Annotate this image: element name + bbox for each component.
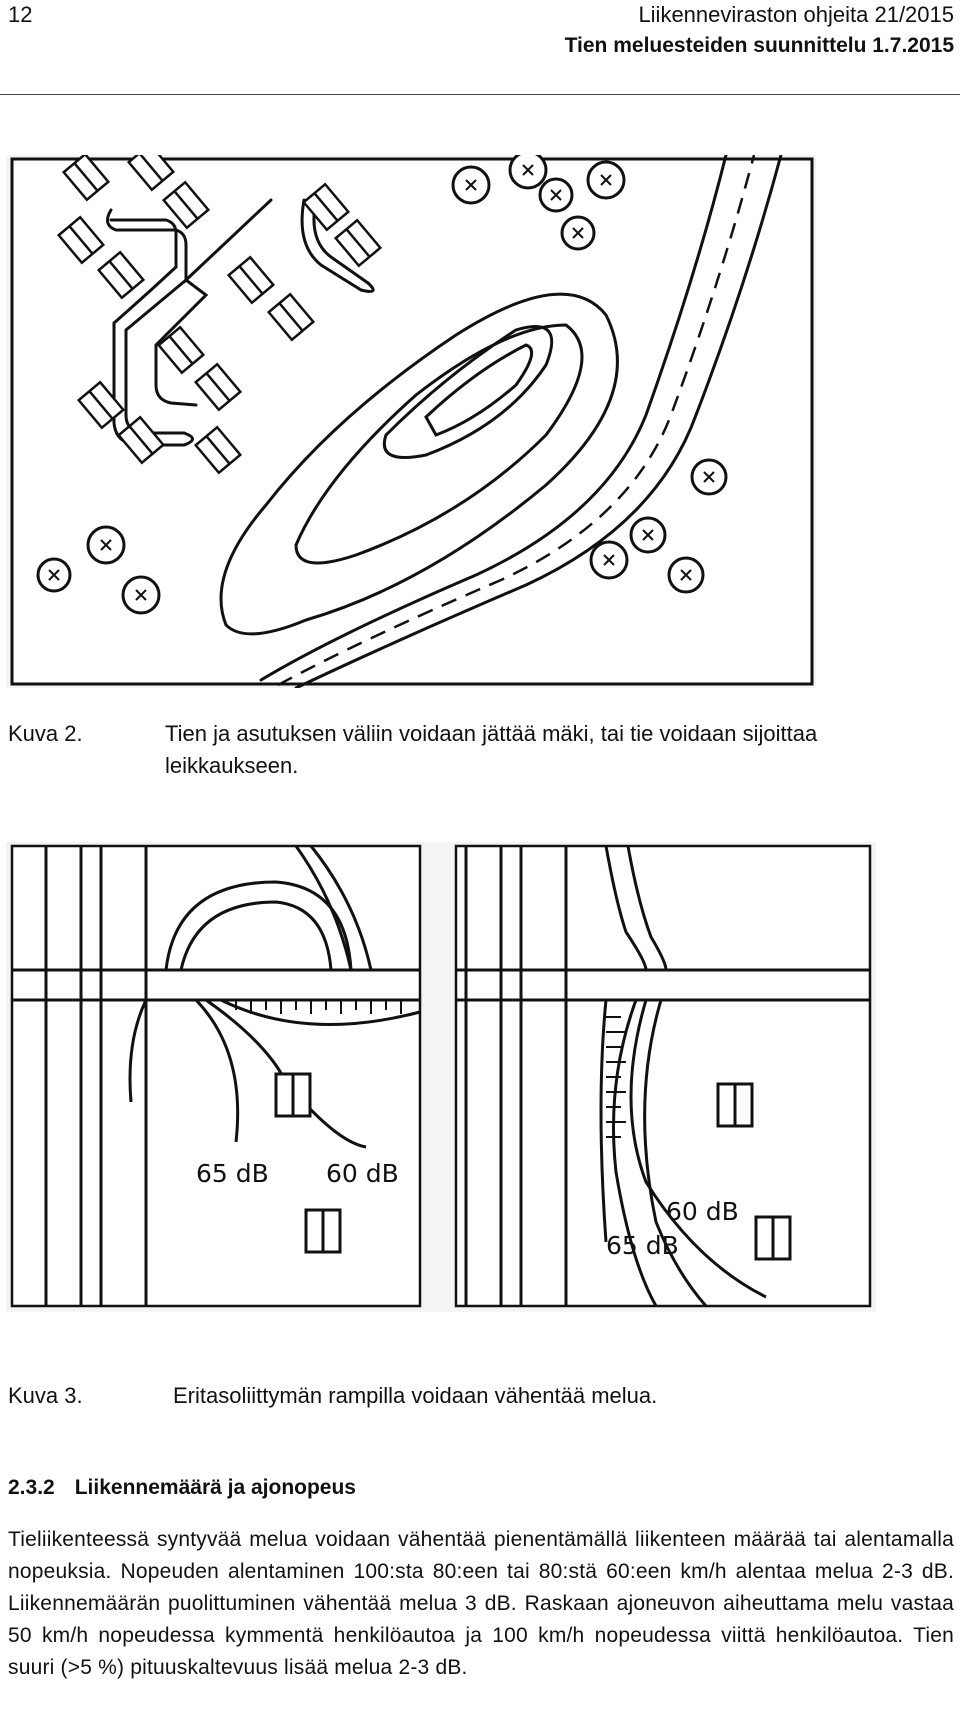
- page-number: 12: [8, 2, 33, 27]
- figure-3-illustration: 65 dB 60 dB 60: [6, 842, 876, 1312]
- document-title: Tien meluesteiden suunnittelu 1.7.2015: [564, 34, 954, 57]
- body-paragraph: Tieliikenteessä syntyvää melua voidaan v…: [8, 1528, 954, 1679]
- figure-3-label: Kuva 3.: [8, 1383, 83, 1408]
- right-label-60db: 60 dB: [666, 1197, 739, 1226]
- figure-3-left-panel: 65 dB 60 dB: [10, 844, 422, 1308]
- figure-2-illustration: [6, 155, 816, 688]
- section-number: 2.3.2: [8, 1476, 55, 1499]
- figure-3-right-panel: 60 dB 65 dB: [454, 844, 872, 1308]
- figure-3-caption: Eritasoliittymän rampilla voidaan vähent…: [173, 1383, 658, 1408]
- figure-2-label: Kuva 2.: [8, 721, 83, 746]
- left-label-60db: 60 dB: [326, 1159, 399, 1188]
- figure-2-caption-line2: leikkaukseen.: [165, 753, 299, 778]
- section-title: Liikennemäärä ja ajonopeus: [74, 1476, 356, 1499]
- right-label-65db: 65 dB: [606, 1231, 679, 1260]
- header-divider: [0, 94, 960, 95]
- figure-2-caption-line1: Tien ja asutuksen väliin voidaan jättää …: [165, 721, 818, 746]
- document-series: Liikenneviraston ohjeita 21/2015: [638, 2, 954, 27]
- section-heading: 2.3.2 Liikennemäärä ja ajonopeus: [8, 1476, 356, 1500]
- left-label-65db: 65 dB: [196, 1159, 269, 1188]
